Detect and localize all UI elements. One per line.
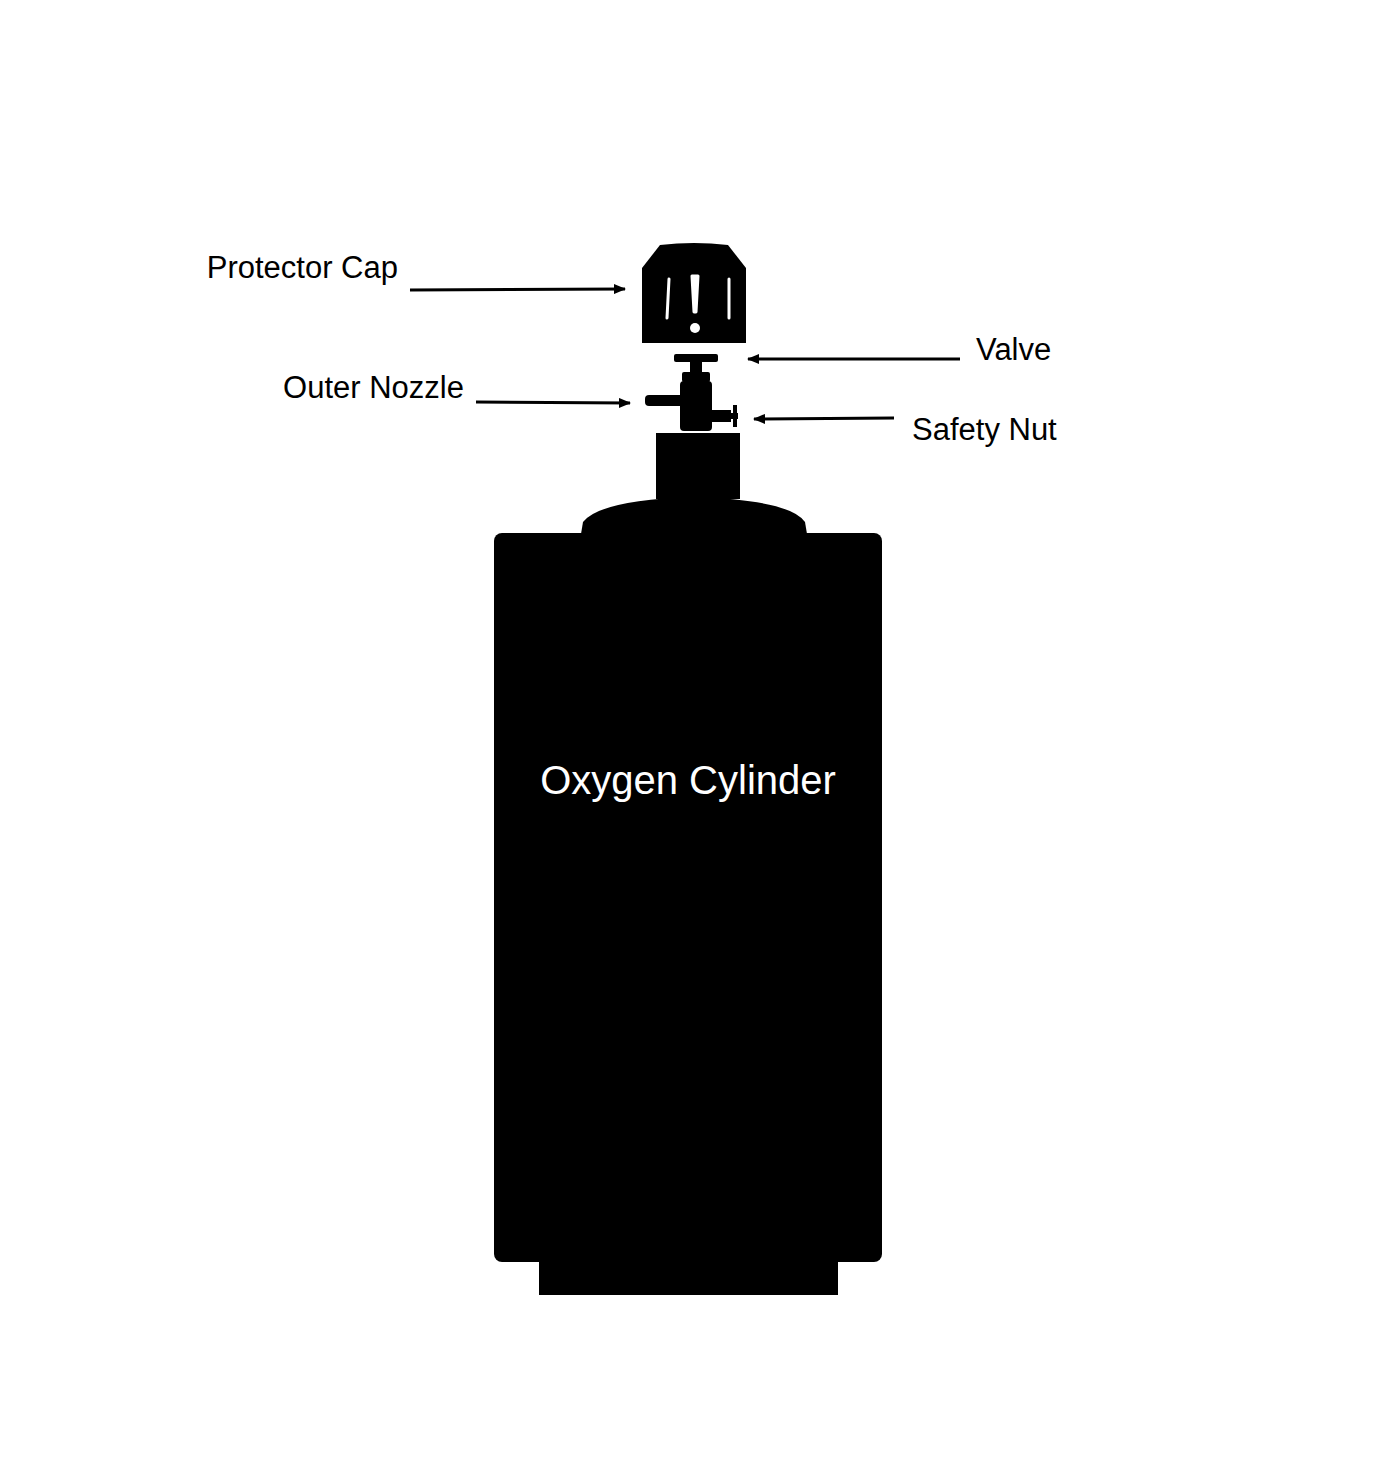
valve-bonnet xyxy=(682,372,710,382)
leader-lines xyxy=(410,289,960,419)
part-label: Safety Nut xyxy=(910,411,1059,448)
cap-mark xyxy=(690,323,700,333)
leader-arrow xyxy=(476,402,630,403)
part-label: Protector Cap xyxy=(205,249,400,286)
safety-nut-bar xyxy=(733,405,737,427)
leader-arrow xyxy=(410,289,625,290)
valve-handwheel xyxy=(674,354,718,362)
part-label: Valve xyxy=(974,331,1053,368)
cap-mark xyxy=(692,276,698,312)
cap-mark xyxy=(667,279,669,318)
leader-arrow xyxy=(754,418,894,419)
valve-assembly xyxy=(645,354,738,431)
leader-arrow xyxy=(748,358,960,361)
cylinder-body: Oxygen Cylinder xyxy=(494,533,882,1262)
part-label: Outer Nozzle xyxy=(281,369,466,406)
valve-stem xyxy=(690,361,702,373)
node-title: Oxygen Cylinder xyxy=(494,757,882,803)
cylinder-neck xyxy=(656,433,740,499)
protector-cap xyxy=(642,243,746,343)
safety-nut xyxy=(711,410,731,422)
outer-nozzle xyxy=(645,395,685,406)
valve-body xyxy=(680,381,712,431)
cap-mark xyxy=(728,279,731,318)
cap-shape xyxy=(642,243,746,343)
